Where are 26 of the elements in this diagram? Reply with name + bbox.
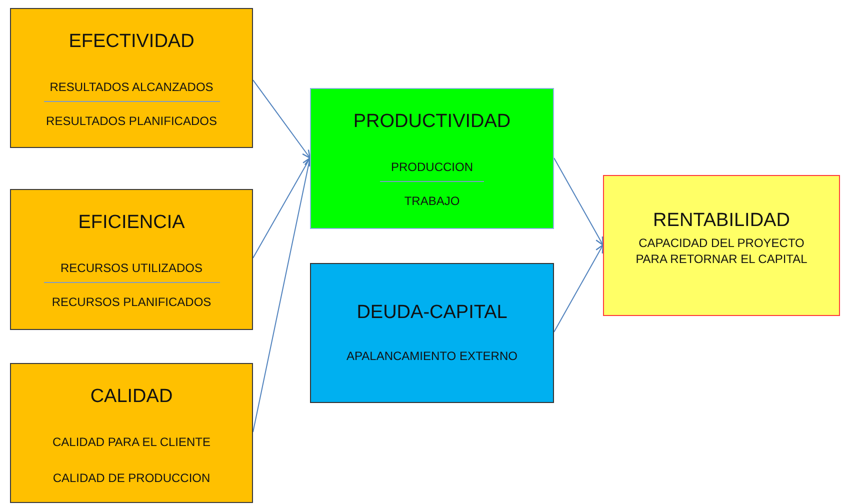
box-title: PRODUCTIVIDAD — [353, 111, 511, 133]
box-title: EFECTIVIDAD — [68, 31, 194, 53]
process-box — [603, 175, 840, 316]
box-text: CALIDAD DE PRODUCCION — [52, 470, 210, 486]
box-title: RENTABILIDAD — [653, 210, 790, 232]
arrow — [554, 158, 604, 246]
box-text: RESULTADOS PLANIFICADOS — [46, 113, 217, 129]
box-text: RESULTADOS ALCANZADOS — [50, 79, 214, 95]
arrow — [554, 244, 604, 332]
box-text: PRODUCCION — [390, 159, 473, 175]
process-box — [310, 263, 554, 403]
arrow — [252, 157, 311, 258]
box-title: CALIDAD — [90, 386, 173, 408]
box-text: CAPACIDAD DEL PROYECTO PARA RETORNAR EL CAPITAL — [634, 235, 808, 267]
box-text: RECURSOS UTILIZADOS — [60, 260, 203, 276]
process-box — [10, 363, 253, 503]
box-title: EFICIENCIA — [78, 212, 185, 234]
process-box — [310, 88, 554, 229]
box-text: CALIDAD PARA EL CLIENTE — [52, 434, 211, 450]
box-text: RECURSOS PLANIFICADOS — [52, 294, 212, 310]
process-box — [10, 189, 253, 330]
box-text: APALANCAMIENTO EXTERNO — [346, 348, 518, 364]
process-box — [10, 8, 253, 148]
box-title: DEUDA-CAPITAL — [356, 302, 508, 324]
arrow — [252, 80, 311, 159]
box-text: TRABAJO — [404, 193, 460, 209]
